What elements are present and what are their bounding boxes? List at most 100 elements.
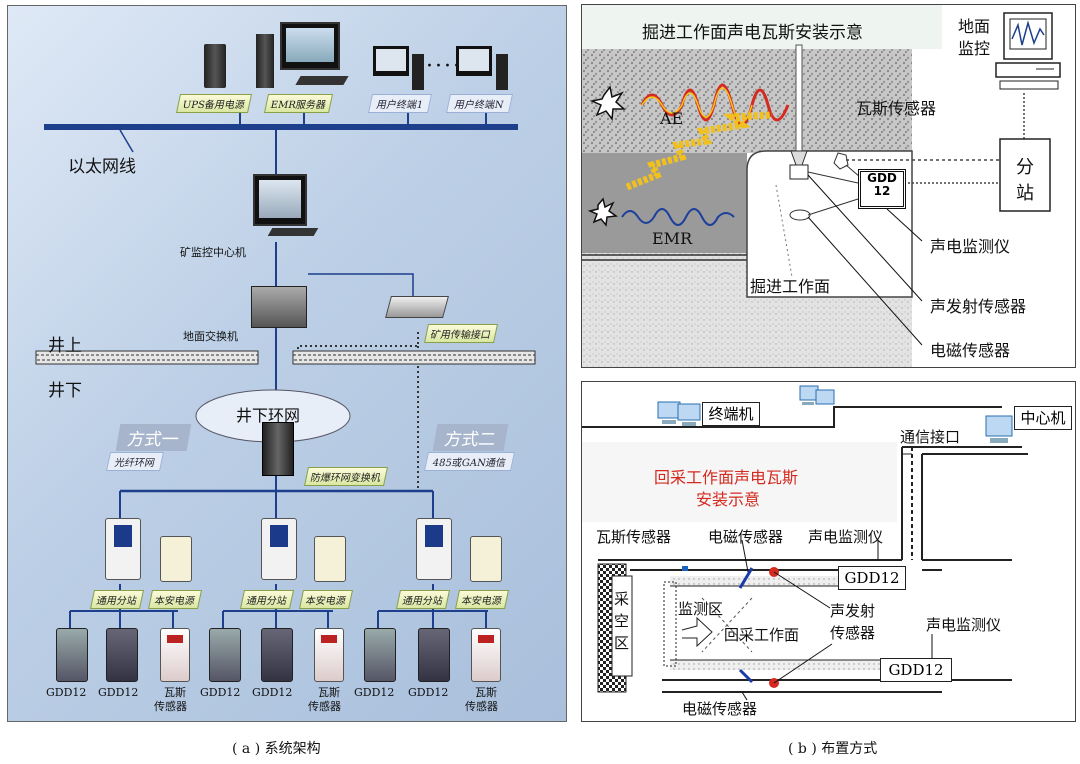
label-gdd12: GDD12 (46, 686, 87, 699)
label-power-2: 本安电源 (298, 590, 354, 609)
label-gas-sensor: 瓦斯传感器 (856, 99, 937, 118)
label-ground-switch: 地面交换机 (183, 330, 238, 343)
label-ae-sensor-2: 传感器 (830, 624, 876, 642)
label-gas: 瓦斯 (475, 686, 497, 699)
gdd12-box-2: GDD12 (880, 658, 952, 682)
panel-a-lines (35, 110, 536, 628)
mine-monitor-keyboard-icon (267, 228, 319, 236)
substation-icon-3 (416, 518, 452, 580)
label-monitor-zone: 监测区 (678, 600, 724, 618)
gas-sensor-icon (471, 628, 501, 682)
label-below: 井下 (48, 381, 82, 401)
label-above: 井上 (48, 336, 82, 356)
label-ground: 地面 (958, 17, 991, 36)
ups-tower-icon (204, 44, 226, 88)
label-user1: 用户终端1 (367, 94, 433, 113)
gdd12-icon (261, 628, 293, 682)
gas-sensor-icon (160, 628, 190, 682)
label-usern: 用户终端N (445, 94, 513, 113)
gdd12-icon (209, 628, 241, 682)
label-em-sensor: 电磁传感器 (708, 528, 784, 546)
gdd-number: 12 (873, 184, 891, 198)
server-tower-icon (256, 34, 274, 88)
fire-wave (625, 111, 773, 191)
label-em-sensor-2: 电磁传感器 (682, 700, 758, 718)
label-monitor: 监控 (958, 39, 991, 58)
substation-icon-2 (261, 518, 297, 580)
label-acoustic-monitor-2: 声电监测仪 (926, 616, 1002, 634)
label-mode1: 方式一 (115, 424, 192, 451)
ground-switch-icon (251, 286, 307, 328)
label-ae: AE (660, 109, 684, 128)
label-mine-monitor: 矿监控中心机 (180, 246, 246, 259)
label-station-1: 分 (1016, 157, 1034, 178)
label-ups: UPS备用电源 (175, 94, 253, 113)
usern-tower-icon (496, 54, 508, 90)
label-gdd12: GDD12 (354, 686, 395, 699)
label-gdd12: GDD12 (200, 686, 241, 699)
label-emr: EMR (652, 229, 693, 248)
terminal-icon (799, 385, 835, 405)
gdd12-icon (106, 628, 138, 682)
gas-sensor-marker (682, 566, 688, 571)
burst-icon-1 (589, 85, 626, 121)
ethernet-bus (44, 124, 518, 130)
top-title: 掘进工作面声电瓦斯安装示意 (642, 23, 863, 43)
label-mode1-sub: 光纤环网 (105, 452, 165, 471)
usern-monitor-icon (456, 46, 492, 76)
label-substation-3: 通用分站 (395, 590, 451, 609)
label-sensor: 传感器 (465, 700, 498, 713)
label-sensor: 传感器 (154, 700, 187, 713)
label-acoustic-monitor: 声电监测仪 (930, 237, 1011, 256)
rock-upper (582, 49, 912, 153)
gas-sensor-icon (314, 628, 344, 682)
label-power-1: 本安电源 (147, 590, 203, 609)
gdd12-icon (418, 628, 450, 682)
gdd12-icon (56, 628, 88, 682)
caption-a: ( a ) 系统架构 (232, 741, 321, 757)
bottom-title-1: 回采工作面声电瓦斯 (654, 468, 799, 487)
gdd12-icon (364, 628, 396, 682)
label-goaf-2: 空 (614, 610, 630, 631)
label-sensor: 传感器 (308, 700, 341, 713)
label-gas-sensor: 瓦斯传感器 (596, 528, 672, 546)
burst-icon-2 (587, 197, 619, 227)
center-computer-icon (985, 415, 1013, 443)
label-ethernet: 以太网线 (68, 157, 136, 177)
label-ring: 井下环网 (236, 406, 301, 425)
power-icon-1 (160, 536, 192, 582)
label-goaf-3: 区 (614, 632, 630, 653)
terminal-label-box: 终端机 (702, 402, 760, 426)
station-box (999, 138, 1051, 212)
terminal-icon (657, 401, 701, 426)
center-label-box: 中心机 (1014, 406, 1072, 430)
mine-monitor-icon (253, 174, 307, 226)
keyboard-icon (295, 76, 349, 85)
user1-tower-icon (412, 54, 424, 90)
label-mine-interface: 矿用传输接口 (423, 324, 499, 343)
mine-interface-icon (385, 296, 449, 318)
caption-b: ( b ) 布置方式 (788, 741, 878, 757)
label-substation-1: 通用分站 (89, 590, 145, 609)
label-explosion-switch: 防爆环网变换机 (303, 467, 389, 486)
label-substation-2: 通用分站 (239, 590, 295, 609)
user1-monitor-icon (373, 46, 409, 76)
label-ae-sensor-1: 声发射 (830, 602, 876, 620)
panel-a-architecture: ······ UPS备用电源 EMR服务器 用户终端1 用户终端N 以太网线 矿… (7, 5, 567, 722)
label-gas: 瓦斯 (164, 686, 186, 699)
title-band (582, 5, 942, 49)
gdd12-device: GDD 12 (858, 169, 906, 209)
label-face: 掘进工作面 (750, 277, 831, 296)
power-icon-3 (470, 536, 502, 582)
explosion-switch-icon (262, 422, 294, 476)
label-gdd12: GDD12 (252, 686, 293, 699)
label-ae-sensor: 声发射传感器 (930, 297, 1027, 316)
label-mode2-sub: 485或GAN通信 (423, 452, 516, 471)
label-power-3: 本安电源 (454, 590, 510, 609)
panel-b-bottom: 终端机 中心机 通信接口 回采工作面声电瓦斯 安装示意 瓦斯传感器 电磁传感器 … (581, 381, 1076, 722)
label-goaf-1: 采 (614, 588, 630, 609)
label-gdd12: GDD12 (408, 686, 449, 699)
label-gdd12: GDD12 (98, 686, 139, 699)
power-icon-2 (314, 536, 346, 582)
label-mining-face: 回采工作面 (724, 626, 800, 644)
